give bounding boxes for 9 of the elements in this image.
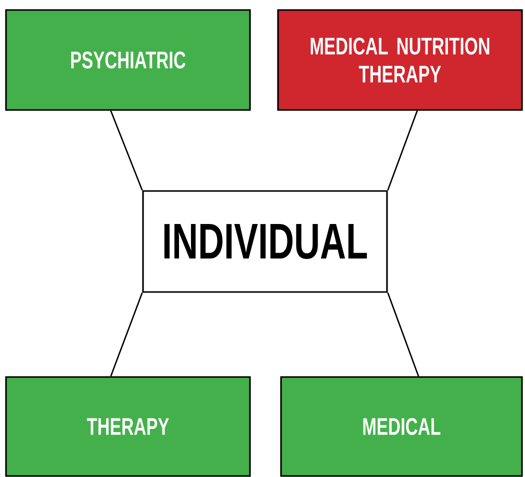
category-box: PSYCHIATRIC <box>5 9 251 111</box>
center-box: INDIVIDUAL <box>142 190 388 293</box>
category-box: THERAPY <box>5 376 251 477</box>
category-box: MEDICAL NUTRITION THERAPY <box>277 9 523 111</box>
connector-line <box>110 110 143 190</box>
connector-line <box>387 292 420 376</box>
category-box: MEDICAL <box>280 376 523 477</box>
connector-line <box>387 110 418 190</box>
connector-line <box>110 292 143 376</box>
